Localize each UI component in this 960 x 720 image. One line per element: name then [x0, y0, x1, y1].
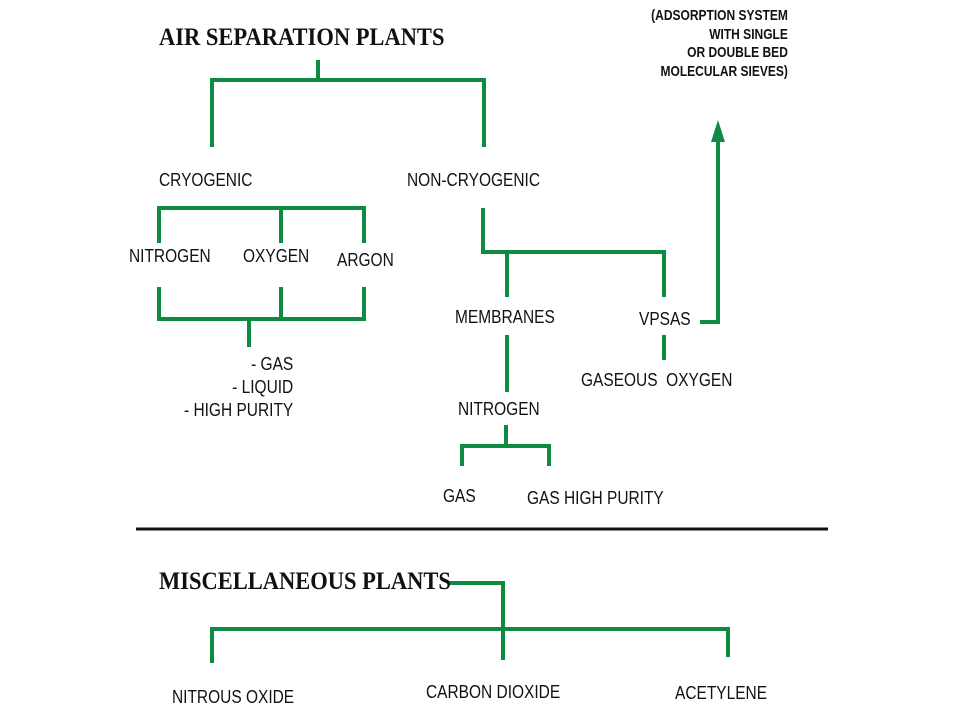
- air-separation-title: AIR SEPARATION PLANTS: [159, 24, 445, 51]
- misc-item-acetylene: ACETYLENE: [675, 683, 768, 703]
- connector-non-cryogenic-branch: [481, 208, 666, 297]
- nitrogen-grade-gas-high-purity: GAS HIGH PURITY: [527, 488, 664, 508]
- connector-air-separation-branch: [210, 78, 486, 147]
- connector-cryogenic-top: [157, 206, 366, 243]
- cryogenic-label: CRYOGENIC: [159, 170, 253, 190]
- adsorption-note: (ADSORPTION SYSTEM WITH SINGLE OR DOUBLE…: [651, 7, 788, 80]
- non-cryogenic-label: NON-CRYOGENIC: [407, 170, 541, 190]
- misc-item-nitrous-oxide: NITROUS OXIDE: [172, 687, 295, 707]
- connector-vpsas-arrow: [700, 140, 720, 324]
- connector-miscellaneous-root: [448, 581, 505, 660]
- connector-miscellaneous-branch: [210, 627, 730, 663]
- cryogenic-forms-list: - GAS - LIQUID - HIGH PURITY: [184, 354, 294, 420]
- cryogenic-product-oxygen: OXYGEN: [243, 246, 310, 266]
- arrowhead-to-adsorption: [711, 120, 725, 142]
- nitrogen-grade-gas: GAS: [443, 486, 476, 506]
- cryogenic-product-argon: ARGON: [337, 250, 394, 270]
- membranes-nitrogen-label: NITROGEN: [458, 399, 540, 419]
- connector-nitrogen-grades: [460, 444, 551, 466]
- vpsas-label: VPSAS: [639, 309, 691, 329]
- gaseous-oxygen-label: GASEOUS OXYGEN: [581, 370, 733, 390]
- cryogenic-product-nitrogen: NITROGEN: [129, 246, 211, 266]
- connector-cryogenic-bottom: [157, 287, 366, 321]
- membranes-label: MEMBRANES: [455, 307, 555, 327]
- miscellaneous-title: MISCELLANEOUS PLANTS: [159, 568, 451, 595]
- misc-item-carbon-dioxide: CARBON DIOXIDE: [426, 682, 561, 702]
